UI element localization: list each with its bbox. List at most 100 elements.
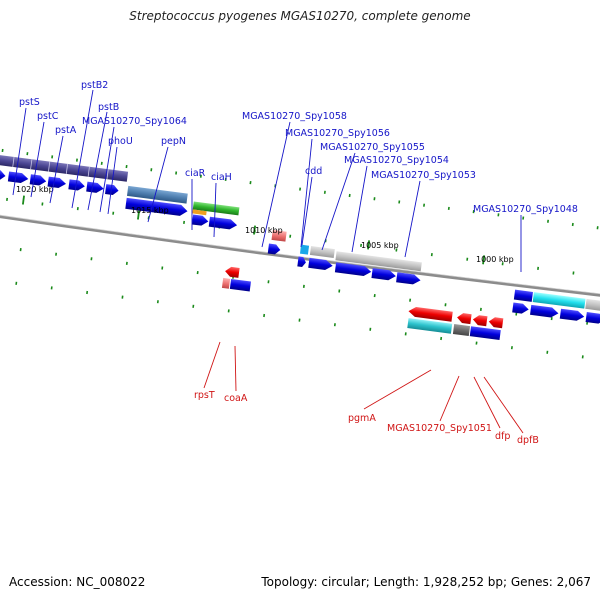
gene-label-pstA[interactable]: pstA bbox=[55, 125, 77, 136]
gene-label-MGAS10270_Spy1056[interactable]: MGAS10270_Spy1056 bbox=[285, 128, 390, 139]
cds-arrow-Spy1050 bbox=[512, 302, 529, 314]
leader-line-top bbox=[87, 111, 108, 211]
cds-arrow-forward bbox=[7, 171, 29, 184]
leader-line-top bbox=[300, 138, 313, 248]
tick-row-lower-mark bbox=[302, 284, 305, 288]
gene-bar-divider bbox=[65, 163, 68, 174]
leader-line-top bbox=[404, 180, 421, 258]
major-tick bbox=[253, 225, 257, 235]
gene-label-MGAS10270_Spy1053[interactable]: MGAS10270_Spy1053 bbox=[371, 170, 476, 181]
gene-label-rpsT[interactable]: rpsT bbox=[194, 390, 215, 401]
cds-arrow-Spy1055 bbox=[334, 262, 372, 276]
gene-label-MGAS10270_Spy1064[interactable]: MGAS10270_Spy1064 bbox=[82, 116, 187, 127]
gene-label-dpfB[interactable]: dpfB bbox=[517, 435, 539, 446]
cds-arrow-pgmA bbox=[408, 307, 453, 322]
tick-row-lower-mark bbox=[338, 289, 341, 293]
gene-bar-Spy1048-gray bbox=[585, 298, 600, 314]
tick-row-inner-mark bbox=[183, 220, 186, 225]
gene-label-MGAS10270_Spy1054[interactable]: MGAS10270_Spy1054 bbox=[344, 155, 449, 166]
tick-row-inner-mark bbox=[537, 266, 540, 270]
tick-row-outer-mark bbox=[249, 181, 252, 185]
gene-label-ciaR[interactable]: ciaR bbox=[185, 168, 206, 179]
cds-arrow-forward bbox=[105, 184, 119, 196]
gene-bar-cdd bbox=[299, 244, 310, 255]
tick-row-outer-mark bbox=[100, 161, 103, 165]
tick-row-bottom-mark bbox=[227, 309, 230, 313]
tick-row-lower-mark bbox=[267, 280, 270, 284]
gene-bar-Spy1055-1053 bbox=[335, 251, 422, 272]
cds-arrow-forward bbox=[68, 179, 85, 191]
tick-row-lower-mark bbox=[479, 307, 482, 311]
gene-label-coaA[interactable]: coaA bbox=[224, 393, 248, 404]
leader-line-top bbox=[351, 165, 368, 253]
tick-row-outer-mark bbox=[547, 219, 549, 223]
gene-label-pgmA[interactable]: pgmA bbox=[348, 413, 376, 424]
gene-label-pstB2[interactable]: pstB2 bbox=[81, 80, 108, 91]
leader-line-bottom bbox=[483, 376, 524, 434]
gene-bar-rpsT bbox=[221, 277, 231, 289]
gene-bar-divider bbox=[106, 169, 109, 180]
tick-row-lower-mark bbox=[373, 293, 376, 298]
tick-row-outer-mark bbox=[348, 193, 351, 198]
tick-row-bottom-mark bbox=[546, 350, 549, 354]
gene-label-dfp[interactable]: dfp bbox=[495, 431, 510, 442]
tick-row-outer-mark bbox=[373, 197, 376, 201]
tick-row-inner-mark bbox=[41, 202, 44, 206]
gene-label-pstS[interactable]: pstS bbox=[19, 97, 40, 108]
tick-row-bottom-mark bbox=[50, 286, 53, 290]
tick-row-bottom-mark bbox=[581, 355, 584, 359]
gene-bar-divider bbox=[30, 159, 33, 170]
tick-row-bottom-mark bbox=[86, 290, 89, 295]
tick-row-inner-mark bbox=[112, 211, 115, 215]
tick-row-outer-mark bbox=[150, 168, 153, 172]
tick-label: 1015 kbp bbox=[131, 206, 169, 215]
tick-row-inner-mark bbox=[360, 243, 363, 247]
tick-row-outer-mark bbox=[125, 164, 128, 169]
tick-row-inner-mark bbox=[430, 253, 433, 257]
tick-row-lower-mark bbox=[161, 266, 164, 270]
gene-label-pstB[interactable]: pstB bbox=[98, 102, 119, 113]
tick-row-bottom-mark bbox=[404, 332, 407, 336]
tick-row-outer-mark bbox=[299, 187, 302, 191]
gene-label-pepN[interactable]: pepN bbox=[161, 136, 186, 147]
tick-row-lower-mark bbox=[55, 252, 58, 256]
gene-bar-divider bbox=[48, 161, 51, 172]
tick-row-inner-mark bbox=[572, 271, 575, 275]
leader-line-top bbox=[30, 121, 45, 198]
gene-label-ciaH[interactable]: ciaH bbox=[211, 172, 232, 183]
gene-label-MGAS10270_Spy1058[interactable]: MGAS10270_Spy1058 bbox=[242, 111, 347, 122]
leader-line-bottom bbox=[203, 341, 221, 389]
gene-label-MGAS10270_Spy1048[interactable]: MGAS10270_Spy1048 bbox=[473, 204, 578, 215]
gene-label-cdd[interactable]: cdd bbox=[305, 166, 322, 177]
tick-row-lower-mark bbox=[125, 261, 128, 265]
gene-label-MGAS10270_Spy1051[interactable]: MGAS10270_Spy1051 bbox=[387, 423, 492, 434]
tick-row-bottom-mark bbox=[475, 341, 478, 345]
tick-row-outer-mark bbox=[497, 213, 500, 217]
tick-row-lower-mark bbox=[19, 248, 22, 252]
tick-row-lower-mark bbox=[90, 257, 93, 261]
tick-label: 1005 kbp bbox=[361, 241, 399, 250]
cds-arrow-Spy1051 bbox=[457, 313, 472, 325]
tick-row-lower-mark bbox=[586, 321, 589, 325]
cds-arrow-ciaH bbox=[208, 216, 238, 230]
gene-bar-Spy1048-cyan bbox=[532, 292, 586, 309]
tick-label: 1000 kbp bbox=[476, 255, 514, 264]
leader-line-top bbox=[107, 146, 118, 215]
major-tick bbox=[21, 195, 25, 205]
accession-text: Accession: NC_008022 bbox=[9, 575, 146, 589]
tick-row-outer-mark bbox=[26, 152, 29, 156]
cds-arrow-forward bbox=[47, 176, 67, 188]
gene-label-pstC[interactable]: pstC bbox=[37, 111, 59, 122]
cds-arrow-Spy1053 bbox=[396, 272, 421, 285]
leader-line-top bbox=[99, 126, 115, 213]
gene-label-phoU[interactable]: phoU bbox=[108, 136, 133, 147]
tick-row-outer-mark bbox=[423, 203, 426, 207]
cds-arrow-Spy1058 bbox=[267, 243, 281, 255]
tick-row-outer-mark bbox=[323, 190, 326, 194]
gene-label-MGAS10270_Spy1055[interactable]: MGAS10270_Spy1055 bbox=[320, 142, 425, 153]
cds-arrow-pepN bbox=[125, 197, 188, 216]
cds-arrow-forward bbox=[86, 181, 104, 193]
tick-row-lower-mark bbox=[409, 298, 412, 302]
